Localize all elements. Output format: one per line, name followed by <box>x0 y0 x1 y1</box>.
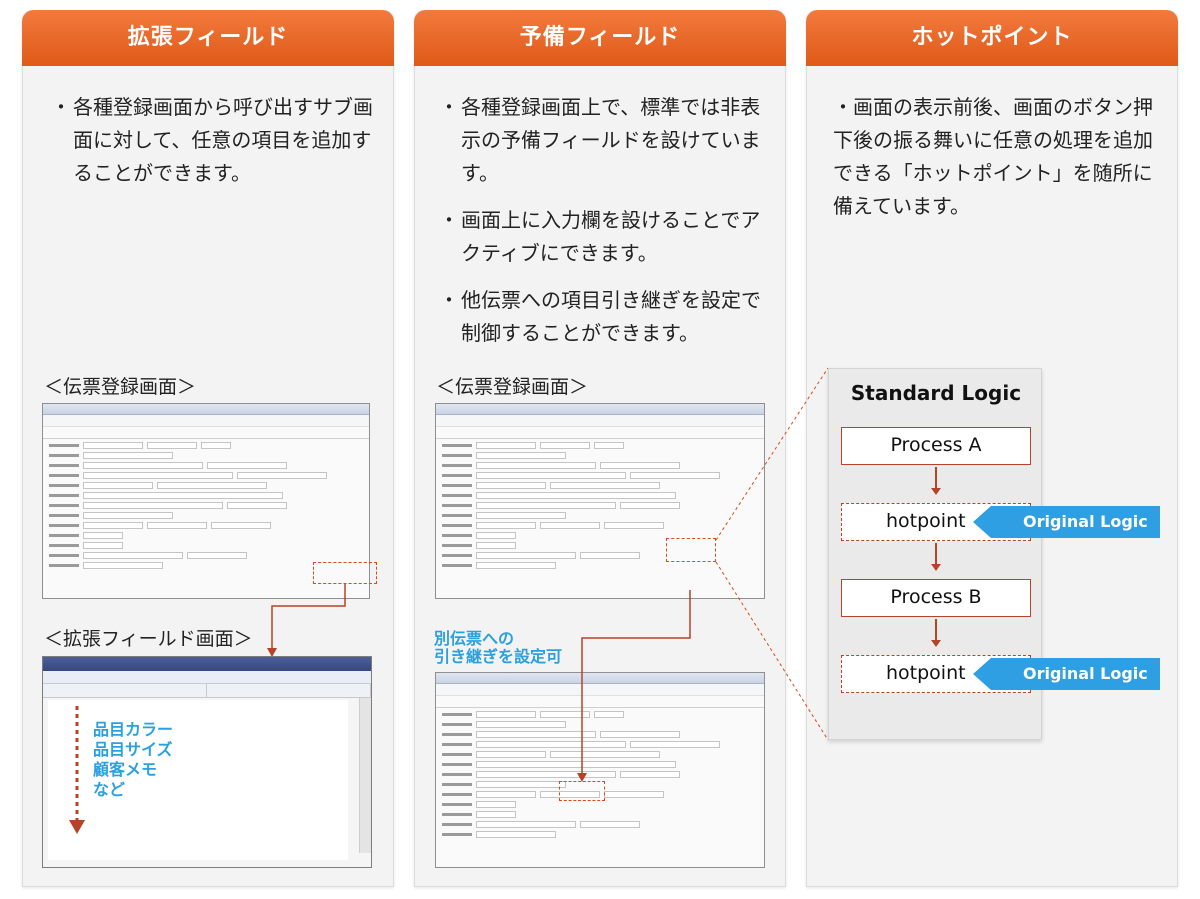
arrow-head <box>577 773 587 782</box>
bullet-list: 各種登録画面から呼び出すサブ画面に対して、任意の項目を追加することができます。 <box>51 91 381 204</box>
dotted-highlight <box>666 538 716 562</box>
card-title: 予備フィールド <box>414 10 786 66</box>
hotpoint-description: ・画面の表示前後、画面のボタン押下後の振る舞いに任意の処理を追加できる「ホットポ… <box>833 95 1153 218</box>
customer-memo: 顧客メモ <box>93 760 158 779</box>
bullet-item: 画面上に入力欄を設けることでアクティブにできます。 <box>439 204 769 270</box>
original-logic-tag: Original Logic <box>973 506 1160 538</box>
item-color: 品目カラー <box>93 720 174 739</box>
etc: など <box>93 780 126 799</box>
bullet-item: 各種登録画面上で、標準では非表示の予備フィールドを設けています。 <box>439 91 769 190</box>
extended-field-screen-thumbnail <box>42 656 372 868</box>
flow-arrow <box>931 619 941 647</box>
bullet-list: 各種登録画面上で、標準では非表示の予備フィールドを設けています。 画面上に入力欄… <box>439 91 769 364</box>
bullet-item: 各種登録画面から呼び出すサブ画面に対して、任意の項目を追加することができます。 <box>51 91 381 190</box>
process-a-box: Process A <box>841 427 1031 465</box>
arrow-head <box>267 648 277 657</box>
other-voucher-thumbnail <box>435 672 765 868</box>
arrow-head <box>69 820 85 834</box>
bullet-item: 他伝票への項目引き継ぎを設定で制御することができます。 <box>439 284 769 350</box>
caption-voucher-screen: ＜伝票登録画面＞ <box>44 376 197 398</box>
connector-arrow <box>271 584 346 652</box>
caption-voucher-screen: ＜伝票登録画面＞ <box>436 376 589 398</box>
dotted-highlight <box>313 562 377 584</box>
connector-arrow <box>581 590 691 777</box>
caption-extended-screen: ＜拡張フィールド画面＞ <box>44 628 253 650</box>
extended-items-list: 品目カラー 品目サイズ 顧客メモ など <box>93 720 173 800</box>
zoom-line <box>715 367 829 541</box>
card-title: ホットポイント <box>806 10 1178 66</box>
card-title: 拡張フィールド <box>22 10 394 66</box>
item-size: 品目サイズ <box>93 740 173 759</box>
voucher-screen-thumbnail <box>42 403 370 599</box>
original-logic-tag: Original Logic <box>973 658 1160 690</box>
inheritance-note: 別伝票への 引き継ぎを設定可 <box>434 629 563 666</box>
process-b-box: Process B <box>841 579 1031 617</box>
logic-title: Standard Logic <box>850 381 1022 405</box>
flow-arrow <box>931 543 941 571</box>
voucher-screen-thumbnail <box>435 403 765 599</box>
flow-arrow <box>931 467 941 495</box>
zoom-line <box>715 561 829 741</box>
